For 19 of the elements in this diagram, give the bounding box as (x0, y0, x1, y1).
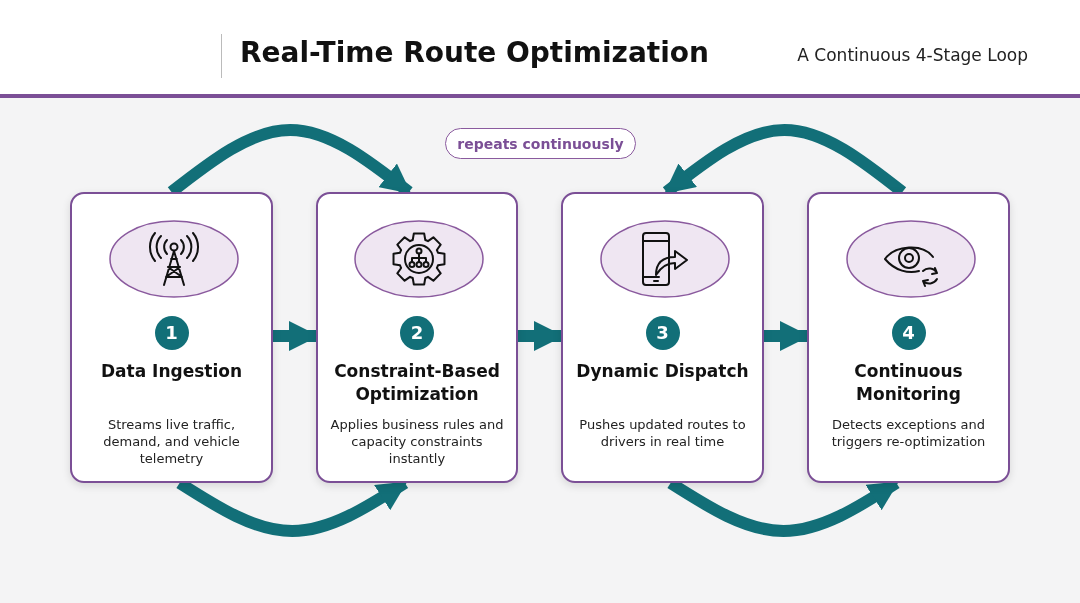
title: Real-Time Route Optimization (240, 36, 709, 69)
step-heading: Constraint-Based Optimization (333, 360, 501, 406)
loop-label: repeats continuously (445, 128, 636, 159)
step-description: Detects exceptions and triggers re-optimization (830, 416, 987, 450)
step-number: 3 (645, 316, 680, 350)
step-description: Applies business rules and capacity constraints instantly (329, 416, 505, 467)
step-heading: Continuous Monitoring (853, 360, 964, 406)
step-card (807, 192, 1010, 483)
subtitle: A Continuous 4-Stage Loop (797, 45, 1028, 65)
step-number: 1 (154, 316, 189, 350)
step-heading: Dynamic Dispatch (575, 360, 750, 383)
step-description: Streams live traffic, demand, and vehicle telemetry (102, 416, 241, 467)
step-description: Pushes updated routes to drivers in real time (578, 416, 747, 450)
step-number: 2 (400, 316, 434, 350)
step-card (70, 192, 273, 483)
step-card (316, 192, 518, 483)
step-heading: Data Ingestion (99, 360, 244, 383)
step-card (561, 192, 764, 483)
step-number: 4 (891, 316, 926, 350)
